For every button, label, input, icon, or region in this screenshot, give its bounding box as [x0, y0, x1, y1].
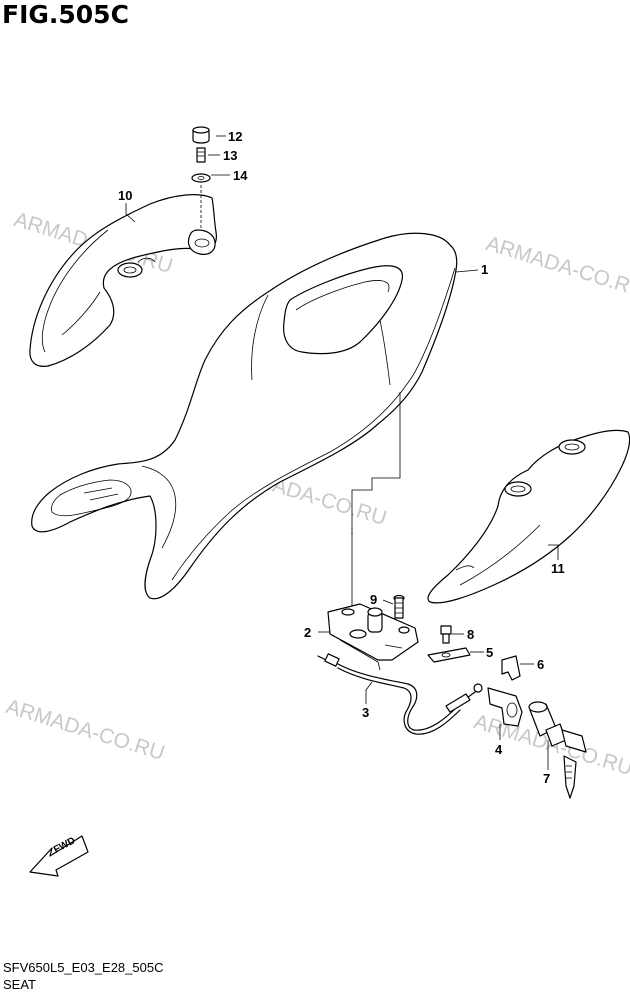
callout-1: 1 [481, 262, 489, 277]
cap-bolt-washer [191, 126, 211, 228]
callout-10: 10 [118, 188, 133, 203]
callout-7: 7 [543, 771, 551, 786]
grab-rail-right [427, 429, 630, 604]
figure-code: SFV650L5_E03_E28_505C [3, 960, 164, 975]
callout-12: 12 [228, 129, 243, 144]
callout-2: 2 [304, 625, 312, 640]
callout-11: 11 [551, 561, 565, 576]
fwd-arrow-icon [29, 835, 89, 877]
lock-bracket [487, 687, 523, 740]
seat-lock [528, 701, 587, 799]
callout-3: 3 [362, 705, 370, 720]
bolt-8 [440, 625, 452, 644]
callout-8: 8 [467, 627, 475, 642]
clamp-6 [501, 655, 521, 681]
figure-title: FIG.505C [2, 0, 129, 29]
callout-9: 9 [370, 592, 378, 607]
clip-5 [427, 647, 471, 663]
callout-4: 4 [495, 742, 503, 757]
callout-13: 13 [223, 148, 238, 163]
callout-6: 6 [537, 657, 545, 672]
release-cable [317, 653, 483, 735]
callout-14: 14 [233, 168, 248, 183]
grab-rail-left [29, 194, 217, 367]
figure-caption: SEAT [3, 977, 36, 992]
callout-5: 5 [486, 645, 494, 660]
bolt-9 [393, 594, 405, 619]
seat-latch [327, 603, 419, 671]
seat [31, 232, 458, 600]
